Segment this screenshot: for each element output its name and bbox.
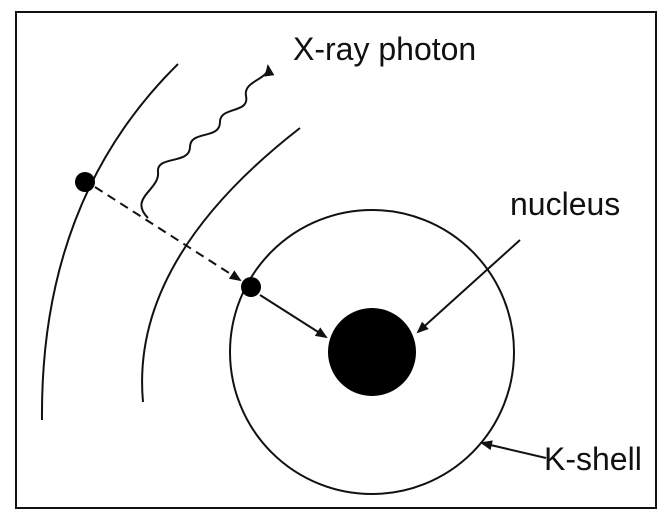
k-shell-electron bbox=[241, 277, 261, 297]
nucleus bbox=[328, 308, 416, 396]
outer-electron bbox=[75, 172, 95, 192]
electron-transition-arrow bbox=[94, 186, 242, 282]
diagram-frame bbox=[15, 11, 657, 509]
electron-to-nucleus-arrow bbox=[259, 294, 328, 339]
k-shell-pointer-arrow bbox=[480, 440, 547, 459]
photon-label: X-ray photon bbox=[293, 31, 476, 67]
middle-shell-arc bbox=[141, 127, 301, 403]
outer-shell-arc bbox=[40, 63, 179, 421]
xray-photon-wave bbox=[140, 64, 275, 219]
nucleus-pointer-arrow bbox=[416, 239, 521, 334]
nucleus-label: nucleus bbox=[510, 186, 620, 222]
k-shell-circle bbox=[229, 209, 515, 495]
k-shell-label: K-shell bbox=[544, 441, 642, 477]
